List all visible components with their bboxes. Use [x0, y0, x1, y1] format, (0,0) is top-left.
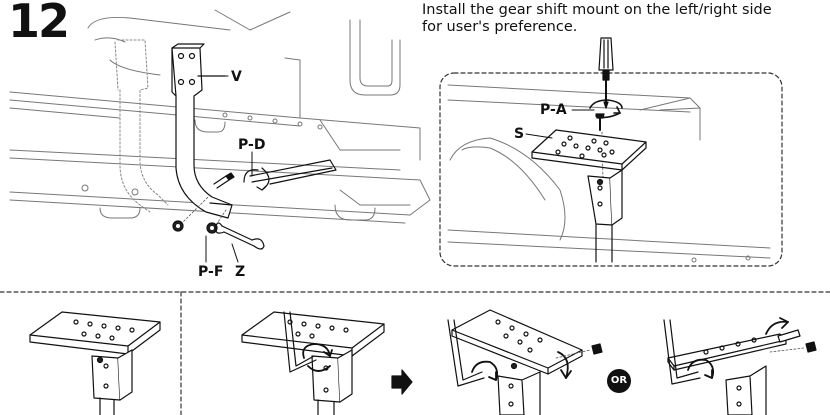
rotate-arrow-icon: [471, 351, 572, 381]
part-label-pd: P-D: [238, 137, 266, 153]
bottom-plate-1: [29, 311, 161, 415]
part-label-z: Z: [235, 264, 246, 280]
rig-frame: [9, 9, 431, 224]
guide-line: [177, 194, 211, 228]
detail-inset-frame: [439, 72, 783, 267]
label-leaders: [201, 75, 253, 263]
part-label-pa: P-A: [540, 102, 567, 118]
plate-bracket: [587, 169, 623, 263]
instruction-text: Install the gear shift mount on the left…: [422, 2, 822, 36]
hex-key-icon: [447, 319, 485, 387]
instruction-line-1: Install the gear shift mount on the left…: [422, 2, 772, 18]
rotate-arrow-icon: [687, 317, 789, 379]
part-label-v: V: [231, 69, 242, 85]
inset-seat-frame: [447, 84, 771, 263]
hex-key-icon: [283, 311, 317, 373]
bolt-icon: [595, 113, 605, 131]
instruction-line-2: for user's preference.: [422, 19, 578, 35]
ghost-mount-left-position: [114, 39, 169, 213]
nut-icon: [172, 220, 218, 234]
inset-label-leaders: [525, 109, 595, 139]
bolt-icon: [591, 343, 603, 355]
hex-key-icon: [243, 159, 337, 191]
mount-plate-s: [531, 129, 647, 171]
step-number: 12: [8, 0, 70, 48]
or-badge: OR: [607, 369, 631, 393]
wrench-icon: [215, 222, 265, 250]
nut-icon: [596, 178, 604, 186]
rotate-arrow-icon: [302, 343, 333, 372]
bottom-plate-2: [241, 311, 385, 415]
part-label-s: S: [514, 126, 525, 142]
bottom-plate-4: [667, 329, 801, 415]
next-step-arrow-icon: [391, 369, 413, 395]
hex-key-icon: [663, 319, 701, 385]
screwdriver-icon: [598, 37, 614, 109]
bottom-plate-3: [451, 309, 583, 415]
bolt-icon: [805, 341, 817, 353]
bolt-icon: [213, 172, 235, 189]
part-label-pf: P-F: [198, 264, 224, 280]
